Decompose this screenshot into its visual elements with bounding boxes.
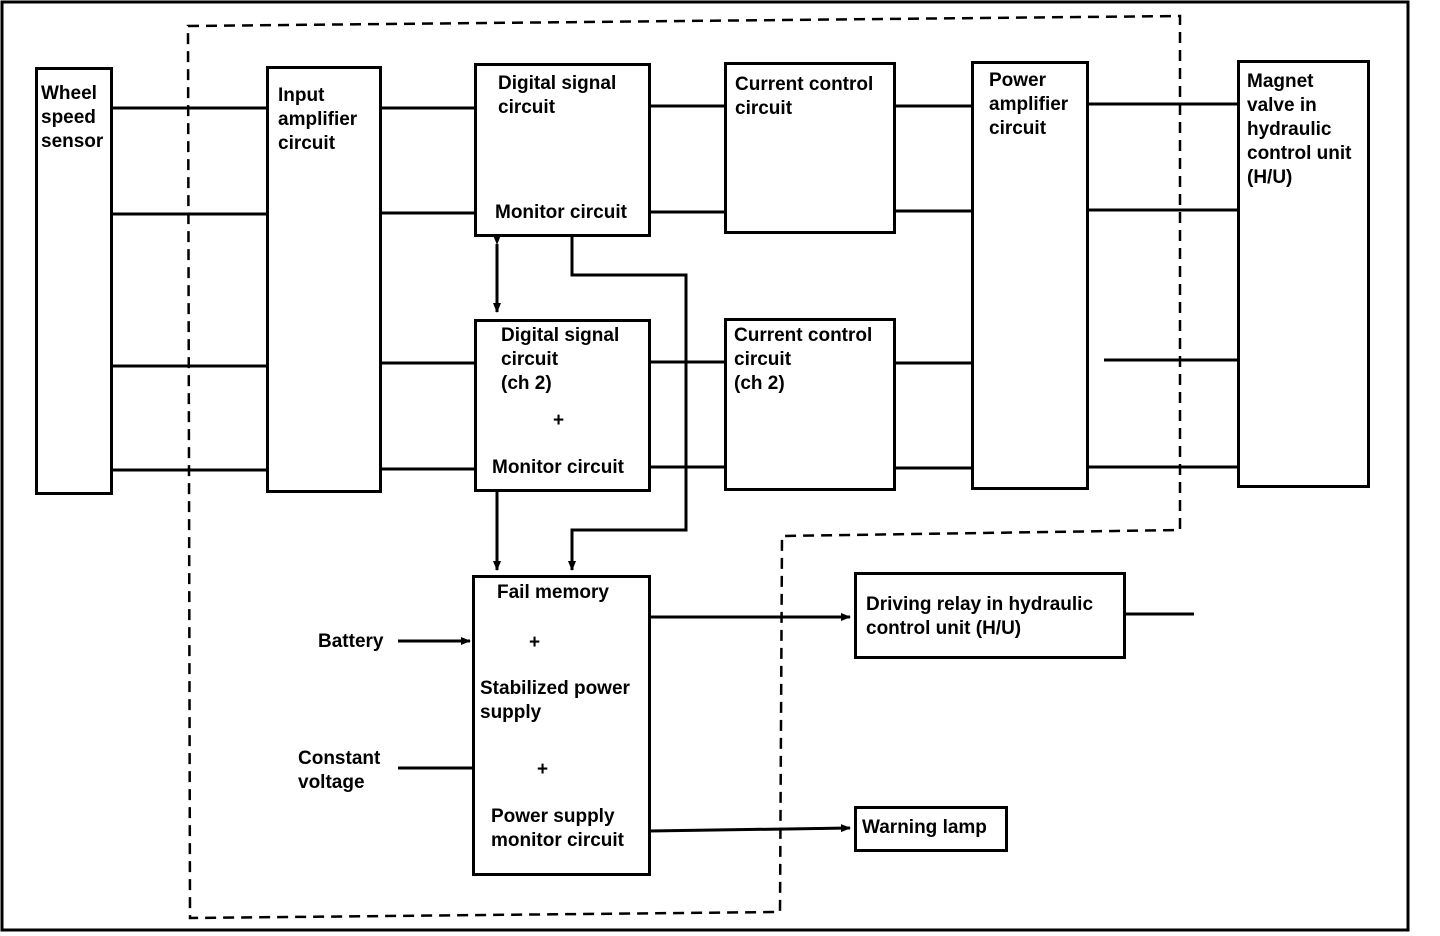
label-line: control unit (H/U) bbox=[866, 618, 1022, 639]
constant-voltage-label: Constant voltage bbox=[298, 747, 380, 795]
label-line: Stabilized power bbox=[480, 678, 630, 699]
label-line: amplifier bbox=[278, 109, 358, 130]
label-line: Wheel bbox=[41, 83, 97, 104]
power-amplifier-label: Power amplifier circuit bbox=[989, 69, 1068, 141]
current-control-circuit-block bbox=[724, 62, 896, 234]
digital-signal-circuit-ch2-block bbox=[474, 319, 651, 492]
label-line: control unit bbox=[1247, 143, 1352, 164]
current-control-circuit-label: Current control circuit bbox=[735, 73, 873, 121]
warning-lamp-block bbox=[854, 806, 1008, 852]
input-amplifier-label: Input amplifier circuit bbox=[278, 84, 357, 156]
label-line: Power supply bbox=[491, 806, 615, 827]
label-line: circuit bbox=[501, 349, 559, 370]
label-line: circuit bbox=[498, 97, 556, 118]
digital-signal-circuit-block bbox=[474, 63, 651, 237]
label-line: speed bbox=[41, 107, 96, 128]
label-line: Magnet bbox=[1247, 71, 1314, 92]
current-control-circuit-ch2-label: Current control circuit (ch 2) bbox=[734, 324, 872, 396]
label-line: amplifier bbox=[989, 94, 1069, 115]
wheel-speed-sensor-label: Wheel speed sensor bbox=[41, 82, 103, 154]
label-line: circuit bbox=[735, 98, 793, 119]
label-line: (H/U) bbox=[1247, 167, 1293, 188]
wheel-speed-sensor-block bbox=[35, 67, 113, 495]
label-line: circuit bbox=[278, 133, 336, 154]
driving-relay-block bbox=[854, 572, 1126, 659]
driving-relay-label: Driving relay in hydraulic control unit … bbox=[866, 593, 1093, 641]
label-line: sensor bbox=[41, 131, 104, 152]
fail-memory-block bbox=[472, 575, 651, 876]
current-control-circuit-ch2-block bbox=[724, 318, 896, 491]
digital-signal-circuit-ch2-label: Digital signal circuit (ch 2) bbox=[501, 324, 619, 396]
digital-signal-circuit-label: Digital signal circuit bbox=[498, 72, 616, 120]
label-line: Current control bbox=[734, 325, 873, 346]
plus-sign: + bbox=[537, 759, 549, 780]
power-supply-monitor-label: Power supply monitor circuit bbox=[491, 805, 624, 853]
label-line: monitor circuit bbox=[491, 830, 625, 851]
label-line: Power bbox=[989, 70, 1047, 91]
warning-lamp-label: Warning lamp bbox=[862, 817, 987, 838]
magnet-valve-label: Magnet valve in hydraulic control unit (… bbox=[1247, 70, 1351, 190]
label-line: valve in bbox=[1247, 95, 1317, 116]
label-line: Driving relay in hydraulic bbox=[866, 594, 1094, 615]
magnet-valve-block bbox=[1237, 60, 1370, 488]
label-line: Constant bbox=[298, 748, 381, 769]
label-line: circuit bbox=[989, 118, 1047, 139]
plus-sign: + bbox=[553, 410, 565, 431]
label-line: circuit bbox=[734, 349, 792, 370]
outer-frame bbox=[0, 0, 1410, 932]
monitor-circuit-label: Monitor circuit bbox=[495, 202, 627, 223]
label-line: Digital signal bbox=[501, 325, 620, 346]
label-line: Digital signal bbox=[498, 73, 617, 94]
stabilized-power-supply-label: Stabilized power supply bbox=[480, 677, 630, 725]
battery-label: Battery bbox=[318, 631, 384, 652]
label-line: (ch 2) bbox=[501, 373, 552, 394]
monitor-circuit-ch2-label: Monitor circuit bbox=[492, 457, 624, 478]
label-line: Input bbox=[278, 85, 325, 106]
power-amplifier-block bbox=[971, 61, 1089, 490]
wire-fail-lamp bbox=[648, 824, 851, 833]
plus-sign: + bbox=[529, 632, 541, 653]
fail-memory-label: Fail memory bbox=[497, 582, 609, 603]
label-line: supply bbox=[480, 702, 542, 723]
label-line: voltage bbox=[298, 772, 365, 793]
input-amplifier-block bbox=[266, 66, 382, 493]
label-line: Current control bbox=[735, 74, 874, 95]
label-line: (ch 2) bbox=[734, 373, 785, 394]
wire-monitor1-fail bbox=[568, 236, 688, 571]
control-unit-boundary bbox=[186, 14, 1182, 920]
label-line: hydraulic bbox=[1247, 119, 1332, 140]
